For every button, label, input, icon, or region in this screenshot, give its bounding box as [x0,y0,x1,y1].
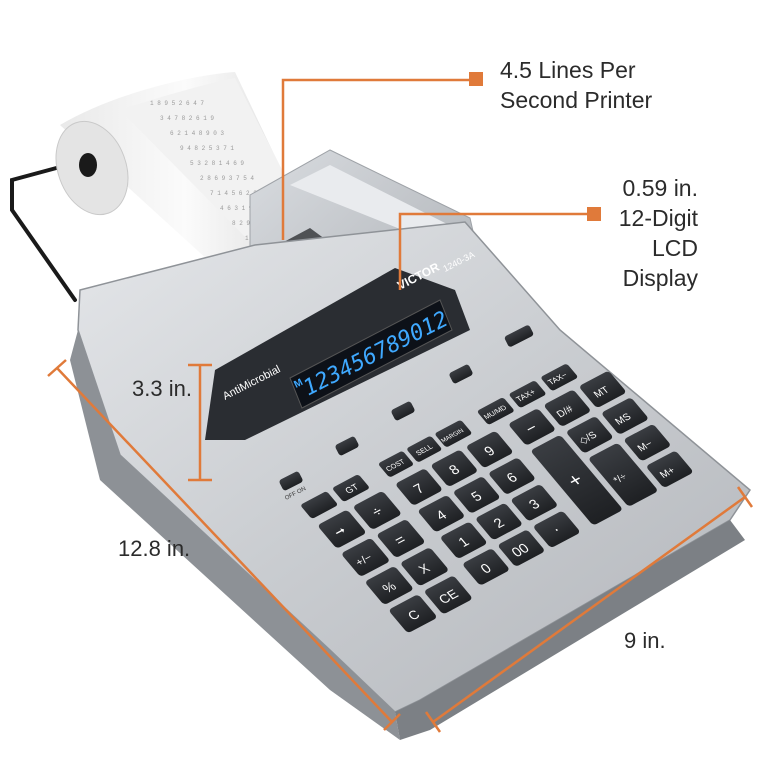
paper-feed-key[interactable] [300,491,338,519]
tax-plus-key[interactable] [508,380,546,408]
printer-callout: 4.5 Lines Per Second Printer [500,55,652,115]
percent-key[interactable] [364,566,414,605]
svg-text:5 3 2 8 1 4 6 9: 5 3 2 8 1 4 6 9 [190,160,244,167]
display-callout: 0.59 in. 12-Digit LCD Display [560,173,698,293]
decimal-switch[interactable] [390,401,415,422]
keypad: GT COST SELL MARGIN MU/MD TAX+ TAX− ➞ ÷ … [300,363,693,633]
display-callout-marker [587,207,601,221]
equals-key[interactable] [376,519,426,558]
plus-minus-key[interactable] [341,538,391,577]
key-2[interactable] [475,503,523,541]
memory-minus-key[interactable] [623,424,671,462]
key-5[interactable] [452,476,500,514]
paper-holder-wire [10,158,88,302]
printer-callout-marker [469,72,483,86]
key-3[interactable] [510,484,558,522]
key-4[interactable] [417,495,465,533]
key-9[interactable] [465,431,513,469]
key-8[interactable] [430,449,478,487]
date-number-key[interactable] [543,389,591,427]
svg-text:9 4 8 2 5 3 7 1: 9 4 8 2 5 3 7 1 [180,145,234,152]
key-00[interactable] [497,529,545,567]
height-dimension-label: 3.3 in. [132,376,192,401]
lcd-window [289,299,453,409]
slide-switches[interactable]: OFF ON [278,324,534,502]
svg-text:2 8 6 9 3 7 5 4: 2 8 6 9 3 7 5 4 [200,175,254,182]
backspace-key[interactable] [317,509,367,548]
multiply-key[interactable] [400,547,450,586]
margin-key[interactable] [434,420,472,448]
display-callout-line4: Display [622,265,698,291]
display-callout-line [398,212,592,290]
callout-lines [47,78,754,733]
printer-callout-line2: Second Printer [500,87,653,113]
depth-dimension-line [47,359,401,731]
key-0[interactable] [462,548,510,586]
memory-total-key[interactable] [578,370,626,408]
svg-text:3 4 7 8 2 6 1 9: 3 4 7 8 2 6 1 9 [160,115,214,122]
width-dimension-line [424,486,754,733]
rounding-switch[interactable] [504,324,534,347]
memory-subtotal-key[interactable] [601,397,649,435]
sell-key[interactable] [406,436,443,463]
key-decimal[interactable] [532,510,580,548]
print-switch[interactable] [334,436,359,457]
height-dimension-line [188,363,212,482]
display-callout-line2: 12-Digit [618,205,698,231]
display-callout-line3: LCD [651,235,698,261]
printer-callout-line1: 4.5 Lines Per [500,57,636,83]
divide-key[interactable] [352,491,402,530]
svg-text:1 8 9 5 2 6 4 7: 1 8 9 5 2 6 4 7 [150,100,204,107]
width-dimension-label: 9 in. [624,628,666,653]
key-6[interactable] [488,457,536,495]
display-callout-line1: 0.59 in. [622,175,698,201]
off-on-switch[interactable] [278,471,303,492]
printer-callout-line [281,78,475,240]
grand-total-key[interactable] [332,474,370,502]
total-key[interactable] [588,442,659,507]
svg-text:4 6 3 1 9 8 2 5: 4 6 3 1 9 8 2 5 [220,205,274,212]
add-key[interactable] [530,435,623,526]
subtract-key[interactable] [508,408,556,446]
tax-set-switch[interactable] [448,364,473,385]
clear-entry-key[interactable] [423,575,473,614]
svg-text:6 2 1 4 8 9 0 3: 6 2 1 4 8 9 0 3 [170,130,224,137]
subtotal-key[interactable] [565,416,613,454]
memory-plus-key[interactable] [645,450,693,488]
svg-text:7 1 4 5 6 2 3 8: 7 1 4 5 6 2 3 8 [210,190,264,197]
tax-minus-key[interactable] [540,363,578,391]
cost-key[interactable] [378,451,415,478]
clear-key[interactable] [388,594,438,633]
key-7[interactable] [395,468,443,506]
depth-dimension-label: 12.8 in. [118,536,191,561]
key-1[interactable] [439,521,487,559]
markup-key[interactable] [477,397,515,425]
